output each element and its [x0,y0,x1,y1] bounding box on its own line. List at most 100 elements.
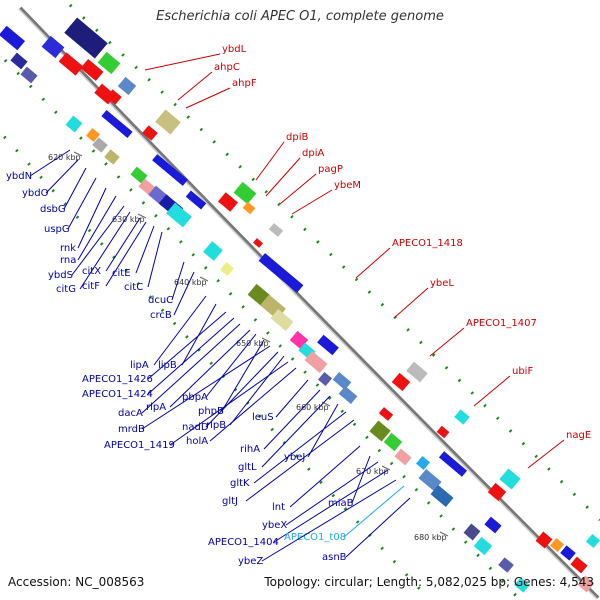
gene-label-pagp[interactable]: pagP [318,164,343,175]
feature-block[interactable] [369,420,391,442]
feature-block[interactable] [570,556,588,574]
gene-label-citg[interactable]: citG [56,284,76,295]
feature-block[interactable] [383,432,403,452]
gene-label-rlpa[interactable]: rlpA [146,402,166,413]
feature-block[interactable] [577,575,595,593]
feature-block[interactable] [378,407,394,421]
gene-label-ybds[interactable]: ybdS [48,270,73,281]
gene-label-lipa[interactable]: lipA [130,360,149,371]
feature-block[interactable] [166,202,192,228]
feature-block[interactable] [242,201,256,215]
feature-block[interactable] [391,372,411,392]
gene-label-apeco1-1404[interactable]: APECO1_1404 [208,537,279,548]
gene-label-daca[interactable]: dacA [118,408,143,419]
gene-label-asnb[interactable]: asnB [322,552,347,563]
gene-label-miab[interactable]: miaB [328,498,354,509]
feature-block[interactable] [535,531,553,549]
feature-block[interactable] [219,261,235,277]
gene-label-ahpf[interactable]: ahpF [232,78,257,89]
feature-block[interactable] [338,386,358,404]
gene-label-nage[interactable]: nagE [566,430,591,441]
gene-label-lipb[interactable]: lipB [158,360,177,371]
gene-label-ybem[interactable]: ybeM [334,180,361,191]
feature-block[interactable] [64,17,108,59]
feature-block[interactable] [438,451,468,477]
feature-block[interactable] [218,192,238,212]
gene-label-gltk[interactable]: gltK [230,478,250,489]
feature-block[interactable] [549,537,565,553]
gene-label-rnk[interactable]: rnk [60,243,76,254]
gene-label-apeco1-1426[interactable]: APECO1_1426 [82,374,153,385]
feature-block[interactable] [104,149,120,165]
gene-label-uspg[interactable]: uspG [44,224,70,235]
gene-label-citx[interactable]: citX [82,266,101,277]
gene-label-dpib[interactable]: dpiB [286,132,308,143]
gene-label-gltl[interactable]: gltL [238,462,257,473]
gene-label-gltj[interactable]: gltJ [222,496,238,507]
gene-label-dsbg[interactable]: dsbG [40,204,66,215]
gene-label-ybez[interactable]: ybeZ [238,556,263,567]
feature-block[interactable] [463,523,481,541]
gene-label-citc[interactable]: citC [124,282,143,293]
feature-block[interactable] [138,178,156,196]
feature-block[interactable] [304,350,328,374]
feature-block[interactable] [0,25,26,51]
gene-label-leus[interactable]: leuS [252,412,274,423]
feature-block[interactable] [85,127,101,143]
feature-block[interactable] [253,238,263,248]
gene-label-ybex[interactable]: ybeX [262,520,287,531]
feature-block[interactable] [233,181,257,205]
gene-label-apeco1-t08[interactable]: APECO1_t08 [284,532,346,543]
gene-label-apeco1-1418[interactable]: APECO1_1418 [392,238,463,249]
gene-label-rna[interactable]: rna [60,255,76,266]
gene-label-cite[interactable]: citE [112,268,131,279]
feature-block[interactable] [406,361,428,383]
gene-label-apeco1-1407[interactable]: APECO1_1407 [466,318,537,329]
gene-label-dcuc[interactable]: dcuC [148,295,173,306]
feature-block[interactable] [514,577,530,593]
gene-label-ybdo[interactable]: ybdO [22,188,49,199]
feature-block[interactable] [142,125,158,141]
feature-block[interactable] [92,137,108,153]
feature-block[interactable] [185,190,207,210]
gene-label-ahpc[interactable]: ahpC [214,62,240,73]
feature-block[interactable] [436,425,450,439]
feature-block[interactable] [499,468,521,490]
gene-label-crcb[interactable]: crcB [150,310,172,321]
feature-block[interactable] [117,76,137,96]
gene-label-rlpb[interactable]: rlpB [206,420,226,431]
feature-block[interactable] [101,110,133,138]
feature-block[interactable] [130,166,148,184]
gene-label-lnt[interactable]: lnt [272,502,285,513]
feature-block[interactable] [415,455,431,471]
gene-label-hola[interactable]: holA [186,436,208,447]
feature-block[interactable] [152,154,188,186]
feature-block[interactable] [270,308,294,332]
feature-block[interactable] [97,51,121,75]
gene-label-apeco1-1424[interactable]: APECO1_1424 [82,389,153,400]
gene-label-dpia[interactable]: dpiA [302,148,324,159]
feature-block[interactable] [268,223,284,237]
gene-label-mrdb[interactable]: mrdB [118,424,145,435]
feature-block[interactable] [394,448,412,466]
feature-block[interactable] [80,58,104,82]
feature-block[interactable] [454,409,470,425]
feature-block[interactable] [317,371,333,387]
feature-block[interactable] [106,89,122,105]
feature-block[interactable] [473,536,493,556]
gene-label-ybdl[interactable]: ybdL [222,44,247,55]
feature-block[interactable] [585,533,600,549]
gene-label-ybdn[interactable]: ybdN [6,171,32,182]
feature-block[interactable] [10,52,28,70]
feature-block[interactable] [498,557,514,573]
feature-block[interactable] [258,253,304,293]
feature-block[interactable] [317,334,339,356]
feature-block[interactable] [155,109,181,135]
gene-label-riha[interactable]: rihA [240,444,260,455]
feature-block[interactable] [418,468,442,492]
gene-label-pbpa[interactable]: pbpA [182,392,208,403]
gene-label-ubif[interactable]: ubiF [512,366,533,377]
feature-block[interactable] [65,115,83,133]
feature-block[interactable] [560,545,576,561]
feature-block[interactable] [487,482,507,502]
